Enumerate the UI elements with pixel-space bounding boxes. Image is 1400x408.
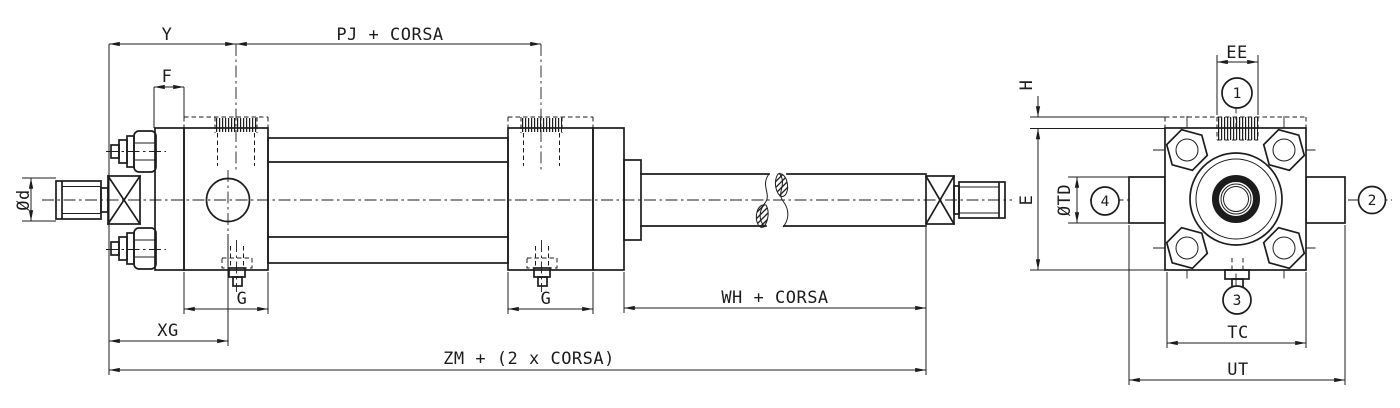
end-view-drawing: EE H E ØTD [1017,43,1392,385]
dim-label-y: Y [162,25,173,45]
dim-label-f: F [162,67,173,87]
dim-y: Y [109,25,236,47]
dim-f: F [153,67,185,128]
central-bore-rings [1189,152,1283,246]
port-position-2: 2 [1368,193,1377,209]
balloon-1 [1221,77,1253,109]
tie-rod-nut-top [106,130,166,173]
dimensions-front-view: Ød Y PJ + CORSA F [14,25,927,375]
dim-g-front: G [507,272,594,314]
dim-zm-corsa: ZM + (2 x CORSA) [109,349,926,373]
dim-label-ut: UT [1227,360,1248,380]
dim-td: ØTD [1055,176,1129,224]
dim-label-h: H [1017,80,1037,91]
dim-label-tc: TC [1227,323,1248,343]
dim-ee: EE [1216,43,1259,115]
trunnion-pin-right [1305,176,1346,224]
dim-label-rod-thread-diameter: Ød [14,189,34,210]
dim-xg: XG [109,234,229,346]
dim-e: E [1017,128,1165,271]
balloon-3 [1222,285,1252,315]
top-port-thread-hatch [1217,117,1258,140]
dim-label-e: E [1017,195,1037,206]
rod-gland [623,159,642,241]
dim-rod-thread-diameter: Ød [14,177,56,222]
dim-label-zm-corsa: ZM + (2 x CORSA) [443,349,615,369]
rod-end-left [55,174,142,226]
dim-label-td: ØTD [1055,184,1075,216]
cylinder-tube [267,137,509,264]
dim-label-xg: XG [157,321,178,341]
tie-rod-nut-bottom [106,227,166,270]
front-bleed-screw [526,240,558,292]
dim-pj-corsa: PJ + CORSA [236,25,541,47]
port-position-3: 3 [1233,293,1242,309]
break-symbol [755,172,789,228]
dim-label-ee: EE [1226,43,1247,63]
dim-g-rear: G [183,272,269,314]
port-position-balloons: 1 2 3 4 [1090,77,1387,315]
balloon-2 [1357,185,1387,215]
dim-label-g-rear: G [237,289,248,309]
front-cap [507,44,642,292]
port-position-4: 4 [1101,194,1110,210]
end-view-tie-rod-nuts [1165,128,1306,270]
front-port-thread-hatch [521,118,562,132]
dim-label-g-front: G [541,289,552,309]
dim-label-pj-corsa: PJ + CORSA [336,25,443,45]
rear-bleed-screw [221,240,253,292]
port-position-1: 1 [1233,86,1242,102]
trunnion-pin-left [1128,176,1166,224]
dimensions-end-view: EE H E ØTD [1017,43,1346,385]
dim-wh-corsa: WH + CORSA [623,272,926,313]
balloon-4 [1090,186,1120,216]
piston-rod [640,172,927,228]
dim-ut: UT [1128,225,1346,385]
dim-h: H [1017,80,1165,129]
rod-end-right [924,174,1006,226]
front-view-drawing: Ød Y PJ + CORSA F [14,25,1012,375]
dim-tc: TC [1166,272,1307,348]
dim-label-wh-corsa: WH + CORSA [721,288,828,308]
